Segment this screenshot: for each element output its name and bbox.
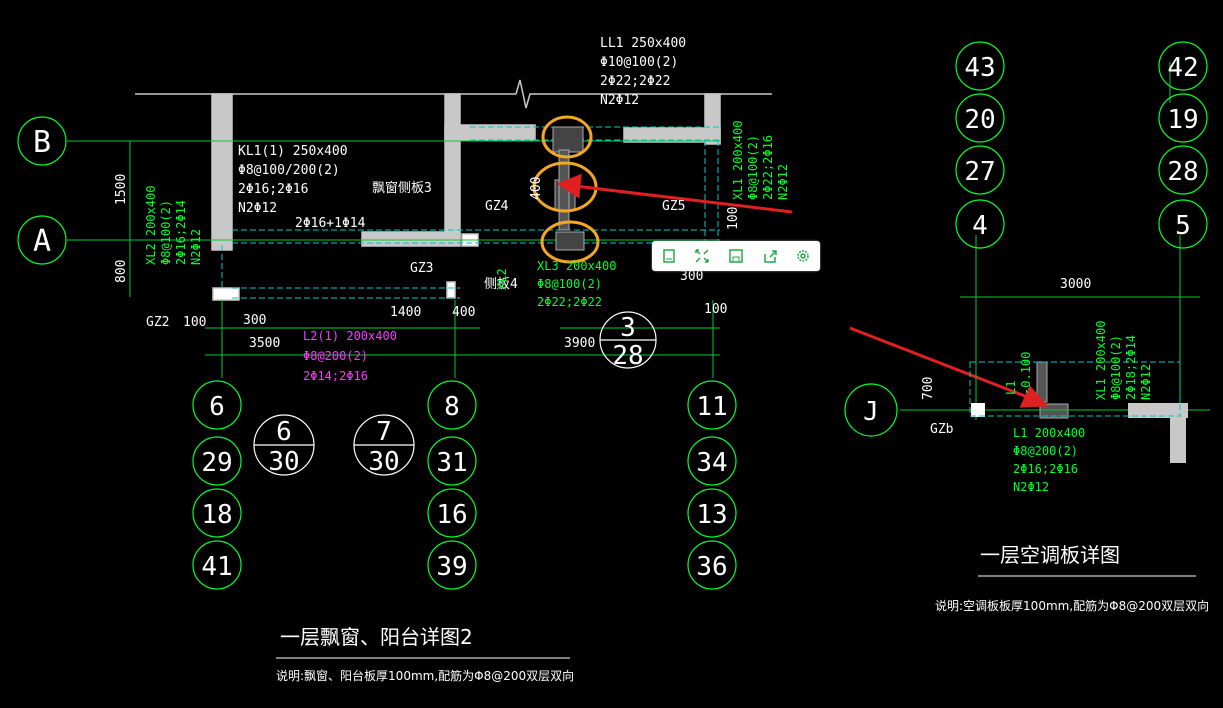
right-wall-outlines [900, 62, 1210, 463]
floating-toolbar [652, 241, 820, 271]
cyan-beam-lines [221, 126, 720, 299]
grid-bubbles [17, 41, 1208, 590]
red-arrows [556, 173, 1049, 408]
grid-lines-left [67, 140, 720, 378]
highlight-circles [532, 115, 600, 264]
settings-icon[interactable] [792, 245, 814, 267]
title-underlines [276, 575, 1196, 659]
section-bubbles [253, 311, 657, 476]
save-icon[interactable] [725, 245, 747, 267]
share-icon[interactable] [759, 245, 781, 267]
section-hatches [552, 126, 1069, 419]
expand-icon[interactable] [691, 245, 713, 267]
fit-icon[interactable] [658, 245, 680, 267]
